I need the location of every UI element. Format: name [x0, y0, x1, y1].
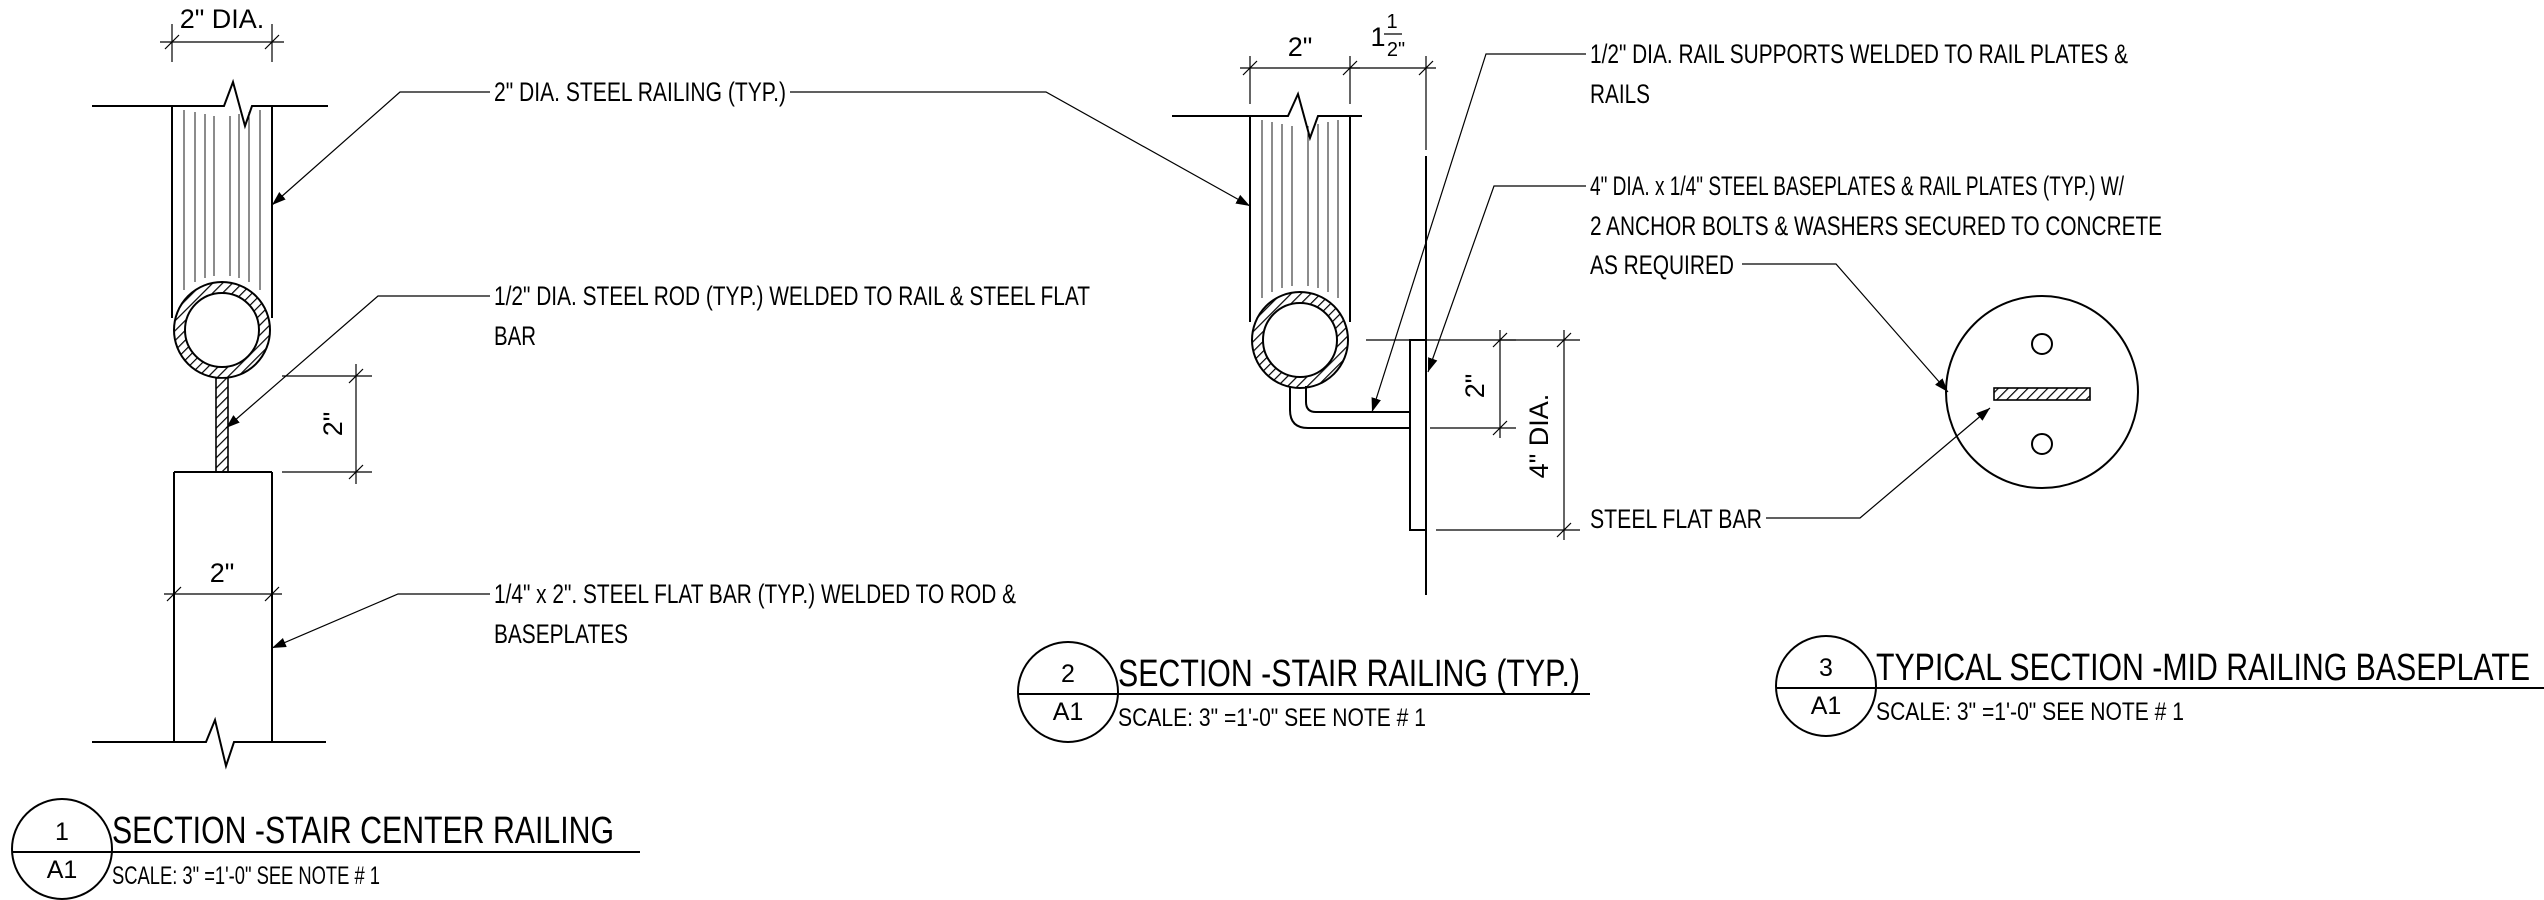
note-flat-bar-line-1: 1/4" x 2". STEEL FLAT BAR (TYP.) WELDED … — [494, 579, 1016, 609]
detail-2-bubble — [1017, 641, 1119, 743]
leader-baseplate-3 — [1742, 263, 1949, 393]
detail-3-mid-railing-baseplate: 3 A1 TYPICAL SECTION -MID RAILING BASEPL… — [1775, 295, 2544, 737]
baseplate-circle — [1945, 295, 2139, 489]
note-rod-line-1: 1/2" DIA. STEEL ROD (TYP.) WELDED TO RAI… — [494, 281, 1090, 311]
detail-3-number: 3 — [1819, 654, 1833, 682]
note-plate-line-3: AS REQUIRED — [1590, 250, 1734, 280]
detail-2-scale: SCALE: 3" =1'-0" SEE NOTE # 1 — [1118, 704, 1426, 732]
steel-flat-bar — [173, 471, 273, 742]
note-steel-flat-bar: STEEL FLAT BAR — [1590, 504, 1762, 534]
detail-1-bubble — [11, 798, 113, 900]
break-line-top — [92, 78, 328, 130]
detail-2-stair-railing: 2" 1 1 2" 2" 4" DIA. — [790, 11, 2162, 743]
flat-bar-section — [1993, 387, 2091, 401]
leader-flat-bar — [271, 593, 490, 649]
railing-pipe-2 — [1249, 116, 1351, 322]
dim-pipe-2: 2" — [1240, 32, 1360, 104]
detail-1-center-railing: 2" DIA. 2" 2" 2" DIA. STEEL RAILING (TYP… — [11, 4, 1090, 900]
leader-rail-plate — [1427, 185, 1586, 373]
dim-offset-denominator: 2" — [1387, 39, 1405, 61]
note-steel-railing: 2" DIA. STEEL RAILING (TYP.) — [494, 77, 786, 107]
detail-1-number: 1 — [55, 818, 69, 846]
dim-offset-numerator: 1 — [1386, 11, 1397, 33]
railing-pipe — [171, 106, 273, 318]
note-plate-line-2: 2 ANCHOR BOLTS & WASHERS SECURED TO CONC… — [1590, 211, 2162, 241]
dim-pipe-diameter-label: 2" DIA. — [180, 4, 265, 34]
leader-rod — [225, 295, 490, 429]
dim-pipe-diameter: 2" DIA. — [160, 4, 284, 62]
dim-plate-gap: 2" — [1366, 330, 1516, 438]
detail-2-number: 2 — [1061, 660, 1075, 688]
steel-rod — [215, 377, 229, 473]
note-plate-line-1: 4" DIA. x 1/4" STEEL BASEPLATES & RAIL P… — [1590, 171, 2124, 201]
detail-3-title-block: 3 A1 TYPICAL SECTION -MID RAILING BASEPL… — [1775, 635, 2544, 737]
rail-support-rod-inner — [1305, 386, 1410, 413]
dim-plate-diameter-label: 4" DIA. — [1524, 394, 1554, 479]
dim-flat-bar-width: 2" — [164, 558, 282, 602]
leader-steel-flat-bar — [1766, 407, 1991, 519]
rail-support-rod — [1289, 386, 1410, 429]
dim-plate-diameter: 4" DIA. — [1436, 330, 1580, 540]
leader-railing-right — [790, 91, 1251, 207]
pipe-section-inner — [184, 292, 260, 368]
detail-2-title-block: 2 A1 SECTION -STAIR RAILING (TYP.) SCALE… — [1017, 641, 1590, 743]
note-rail-support-line-1: 1/2" DIA. RAIL SUPPORTS WELDED TO RAIL P… — [1590, 39, 2128, 69]
dim-rod-gap-label: 2" — [318, 412, 348, 437]
detail-3-title: TYPICAL SECTION -MID RAILING BASEPLATE — [1876, 647, 2530, 689]
note-rod-line-2: BAR — [494, 321, 536, 351]
anchor-bolt-hole-bottom — [2031, 433, 2053, 455]
break-line-bottom — [92, 716, 326, 770]
note-flat-bar-line-2: BASEPLATES — [494, 619, 628, 649]
dim-plate-gap-label: 2" — [1460, 374, 1490, 399]
detail-1-title-block: 1 A1 SECTION -STAIR CENTER RAILING SCALE… — [11, 798, 640, 900]
detail-2-sheet: A1 — [1053, 698, 1084, 726]
pipe-section-inner-2 — [1262, 302, 1338, 378]
anchor-bolt-hole-top — [2031, 333, 2053, 355]
detail-3-sheet: A1 — [1811, 692, 1842, 720]
dim-flat-bar-width-label: 2" — [210, 558, 235, 588]
rail-plate — [1409, 339, 1427, 531]
leader-rail-support — [1371, 53, 1586, 413]
detail-1-scale: SCALE: 3" =1'-0" SEE NOTE # 1 — [112, 862, 380, 890]
detail-3-bubble — [1775, 635, 1877, 737]
dim-pipe-2-label: 2" — [1288, 32, 1313, 62]
detail-1-sheet: A1 — [47, 856, 78, 884]
detail-2-title: SECTION -STAIR RAILING (TYP.) — [1118, 653, 1580, 695]
break-line-top-2 — [1172, 91, 1362, 142]
dim-offset-whole: 1 — [1370, 22, 1385, 52]
note-rail-support-line-2: RAILS — [1590, 79, 1650, 109]
detail-1-title: SECTION -STAIR CENTER RAILING — [112, 810, 614, 852]
detail-3-scale: SCALE: 3" =1'-0" SEE NOTE # 1 — [1876, 698, 2184, 726]
leader-railing-left — [271, 91, 490, 206]
dim-rod-gap: 2" — [282, 364, 372, 484]
dim-offset: 1 1 2" — [1350, 11, 1436, 150]
